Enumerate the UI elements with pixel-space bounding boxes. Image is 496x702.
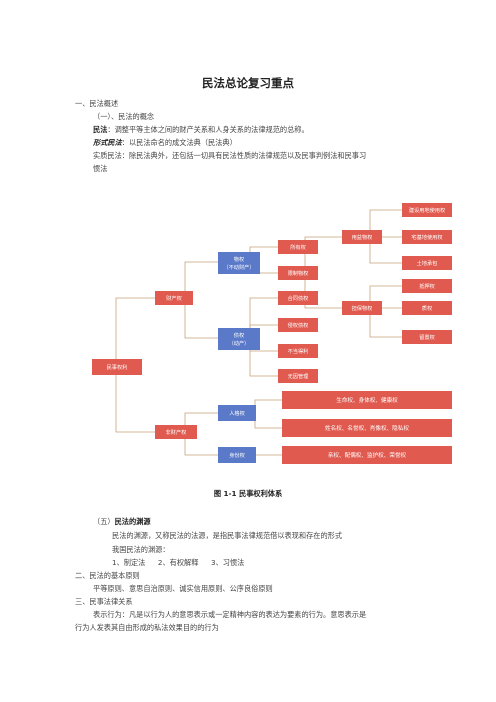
- label-real-right-2: （不动财产）: [223, 263, 254, 271]
- definition-line: 民法：调整平等主体之间的财产关系和人身关系的法律规范的总称。: [93, 125, 309, 135]
- formal-label: 形式民法: [93, 138, 122, 147]
- node-st1: [282, 446, 452, 464]
- node-unjust: [278, 344, 318, 358]
- node-nonproperty: [155, 425, 197, 439]
- section-5-heading: （五）民法的渊源: [93, 517, 151, 527]
- label-tort: 侵权债权: [288, 321, 310, 329]
- label-unjust: 不当得利: [288, 347, 309, 355]
- sources-definition: 民法的渊源，又称民法的法源，是指民事法律规范借以表现和存在的形式: [112, 531, 343, 540]
- label-s2: 质权: [422, 304, 433, 312]
- label-creditor-1: 债权: [234, 331, 245, 339]
- label-limited-real: 限制物权: [288, 269, 310, 277]
- label-security: 担保物权: [352, 304, 374, 312]
- label-s1: 抵押权: [419, 282, 435, 290]
- expressive-act-line-1: 表示行为：凡是以行为人的意思表示或一定精神内容的表达为要素的行为。意思表示是: [93, 610, 367, 619]
- subsection-heading: （一）、民法的概念: [93, 112, 155, 121]
- node-creditor: [218, 328, 260, 350]
- node-real-right: [218, 252, 260, 274]
- label-st1: 亲权、配偶权、监护权、荣誉权: [328, 451, 407, 459]
- node-p1: [282, 391, 452, 409]
- label-nonproperty: 非财产权: [166, 428, 188, 436]
- diagram-labels: 民事权利 财产权 非财产权 物权 （不动财产） 债权 （动产） 所有权 限制物权…: [107, 206, 446, 459]
- label-p2: 姓名权、名誉权、肖像权、隐私权: [325, 424, 409, 432]
- section-heading-2: 二、民法的基本原则: [75, 571, 140, 580]
- node-u2: [402, 230, 452, 244]
- label-personality: 人格权: [229, 409, 245, 417]
- label-root: 民事权利: [107, 363, 128, 371]
- principles-line: 平等原则、意思自治原则、诚实信用原则、公序良俗原则: [93, 584, 273, 593]
- source-item: 3、习惯法: [211, 558, 245, 567]
- label-p1: 生命权、身体权、健康权: [336, 396, 398, 404]
- label-u3: 土地承包: [417, 259, 438, 267]
- label-u1: 建设用地使用权: [409, 206, 446, 214]
- section-heading-1: 一、民法概述: [75, 99, 119, 108]
- node-root: [92, 359, 142, 375]
- section-5-title: 民法的渊源: [114, 517, 151, 526]
- node-negotiorum: [278, 369, 318, 383]
- node-s2: [402, 301, 452, 315]
- node-limited-real: [278, 266, 318, 280]
- definition-label: 民法: [93, 125, 108, 134]
- section-heading-3: 三、民事法律关系: [75, 597, 133, 606]
- node-s1: [402, 279, 452, 293]
- source-item: 1、制定法: [112, 558, 146, 567]
- node-contract: [278, 291, 318, 305]
- node-s3: [402, 330, 452, 344]
- label-status: 身份权: [229, 451, 245, 459]
- label-u2: 宅基地使用权: [411, 233, 443, 241]
- page-title: 民法总论复习重点: [202, 76, 294, 90]
- label-s3: 留置权: [419, 333, 435, 341]
- label-contract: 合同债权: [288, 294, 310, 302]
- sources-intro: 我国民法的渊源：: [112, 545, 170, 554]
- node-property: [155, 291, 193, 305]
- label-creditor-2: （动产）: [229, 339, 250, 347]
- node-security: [342, 301, 382, 315]
- node-status: [218, 447, 256, 463]
- figure-caption: 图 1-1 民事权利体系: [213, 489, 283, 498]
- label-usufruct: 用益物权: [352, 233, 374, 241]
- source-item: 2、有权解释: [157, 558, 199, 567]
- formal-civil-law-line: 形式民法：以民法命名的成文法典（民法典）: [93, 138, 237, 148]
- node-u3: [402, 256, 452, 270]
- substantive-line-2: 惯法: [93, 164, 108, 173]
- label-property: 财产权: [166, 294, 182, 302]
- section-5-prefix: （五）: [93, 517, 115, 526]
- expressive-act-line-2: 行为人发表其自由形成的私法效果目的的行为: [75, 623, 219, 632]
- node-p2: [282, 419, 452, 437]
- node-u1: [402, 203, 452, 217]
- node-usufruct: [342, 230, 382, 244]
- substantive-line-1: 实质民法：除民法典外，还包括一切具有民法性质的法律规范以及民事判例法和民事习: [93, 151, 367, 160]
- definition-text: ：调整平等主体之间的财产关系和人身关系的法律规范的总称。: [107, 125, 309, 134]
- node-ownership: [278, 240, 318, 254]
- label-negotiorum: 无因管理: [288, 372, 310, 380]
- node-tort: [278, 318, 318, 332]
- node-personality: [218, 405, 256, 421]
- sources-list: 1、制定法 2、有权解释 3、习惯法: [112, 558, 244, 568]
- formal-text: ：以民法命名的成文法典（民法典）: [121, 138, 237, 147]
- label-ownership: 所有权: [290, 243, 306, 251]
- label-real-right-1: 物权: [234, 255, 245, 263]
